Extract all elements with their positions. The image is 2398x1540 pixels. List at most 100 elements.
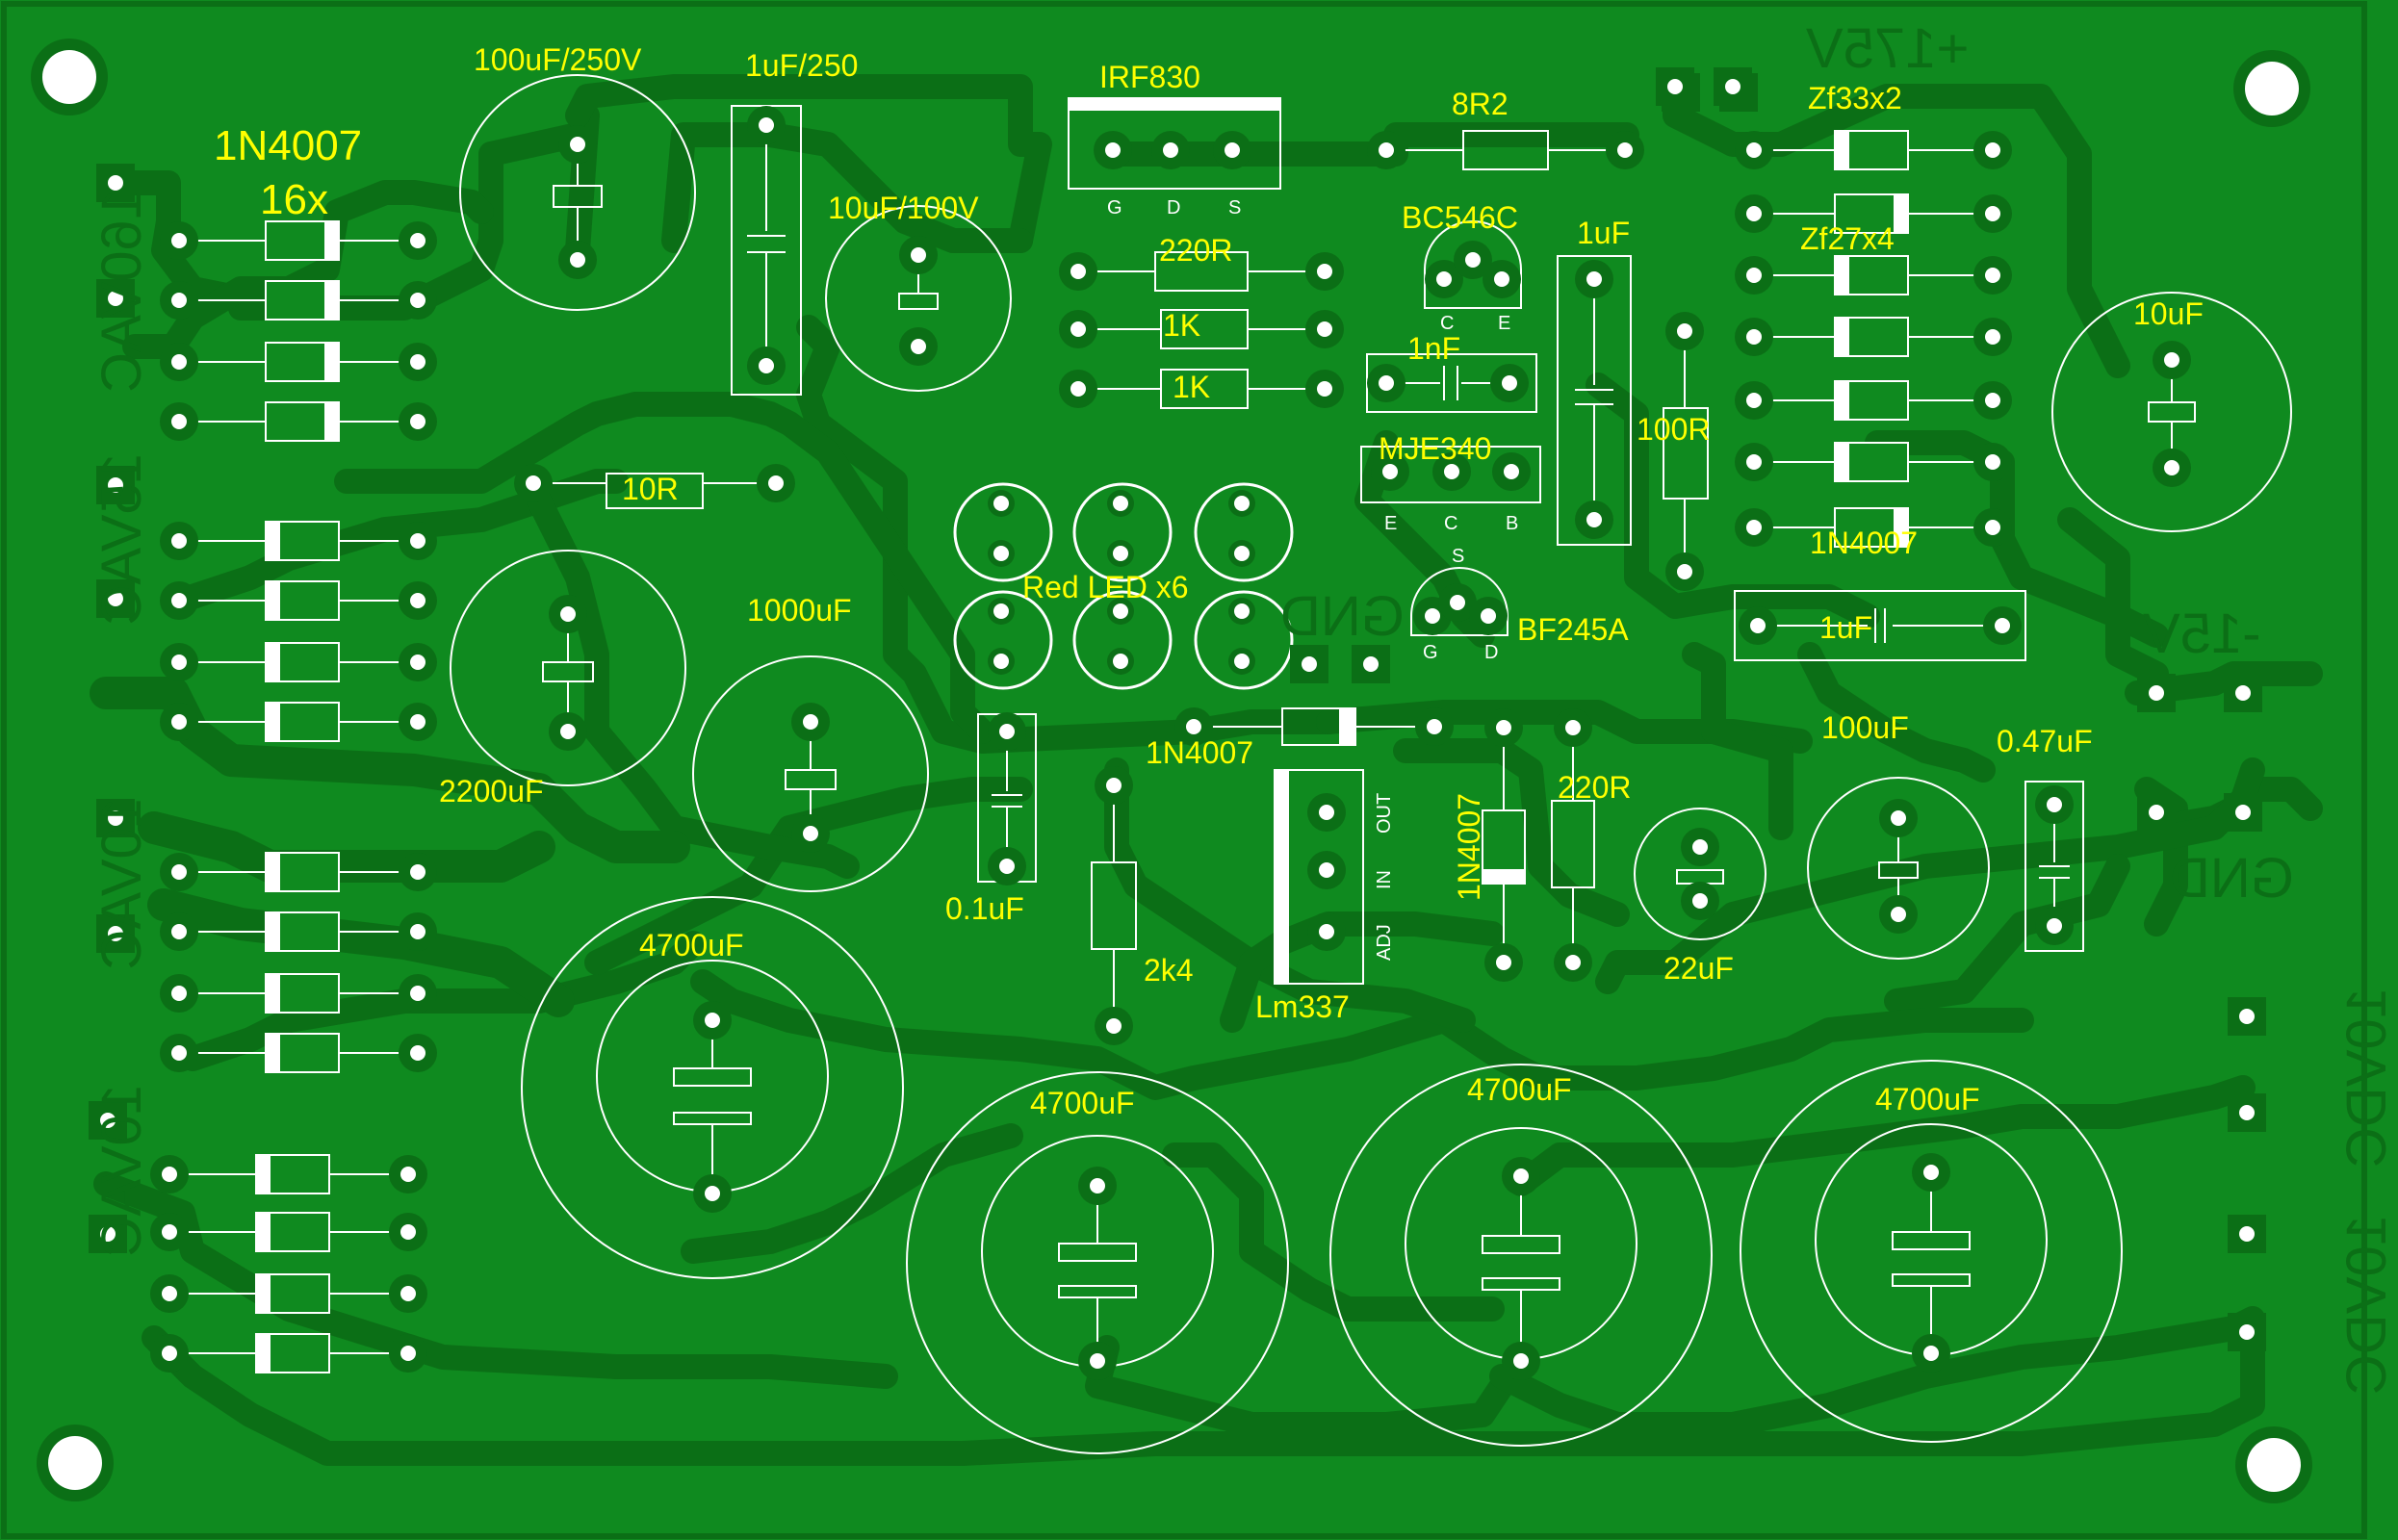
c3-outline [825, 205, 1012, 392]
pad-hole [1985, 520, 2000, 535]
q3-outline [1360, 446, 1541, 503]
silkscreen [450, 74, 2292, 1454]
pad-hole [171, 986, 187, 1001]
pad-hole [1513, 1353, 1529, 1369]
c15-outer [906, 1071, 1289, 1454]
pad-hole [911, 247, 926, 263]
pin-label-in: IN [1374, 870, 1395, 889]
pad-hole [2239, 1009, 2255, 1024]
pin-label-out: OUT [1374, 792, 1395, 834]
pad-hole [1586, 271, 1602, 287]
diode-band [265, 521, 280, 561]
pad-hole [1496, 720, 1511, 735]
pad-hole [2235, 805, 2251, 820]
copper-text-15vac: 15VAC [90, 452, 153, 626]
diode-band [265, 1033, 280, 1073]
d4-band [1482, 869, 1526, 885]
pad-hole [1891, 810, 1906, 826]
pad-hole [1667, 79, 1683, 94]
pad-hole [1692, 893, 1708, 909]
pad-hole [1319, 805, 1334, 820]
q1-tab [1068, 97, 1281, 111]
pin-label-s2: S [1452, 546, 1465, 567]
diode-band [265, 702, 280, 742]
pad-hole [171, 714, 187, 730]
pad-hole [1436, 271, 1452, 287]
pad-hole [1317, 381, 1332, 397]
zener-band [1834, 380, 1849, 421]
pad-hole [759, 358, 774, 373]
pad-hole [1995, 618, 2010, 633]
c8-outline [1734, 590, 2026, 661]
pad-hole [171, 654, 187, 670]
label-c6: 10uF [2133, 296, 2204, 331]
c7-outline [692, 655, 929, 892]
c4-outline [1557, 255, 1632, 546]
label-c13: 22uF [1663, 951, 1734, 986]
label-c7: 1000uF [747, 593, 852, 628]
pad-hole [171, 233, 187, 248]
label-c11: 0.47uF [1997, 724, 2093, 758]
mount-hole [42, 50, 96, 104]
pad-hole [1985, 268, 2000, 283]
label-q1: IRF830 [1099, 60, 1200, 94]
pad-hole [2239, 1105, 2255, 1120]
pin-label-d: D [1167, 197, 1181, 218]
pad-hole [1677, 323, 1692, 339]
label-c3: 10uF/100V [828, 191, 979, 225]
pad-hole [171, 593, 187, 608]
pad-hole [1746, 520, 1762, 535]
pad-hole [1465, 252, 1481, 268]
pad-hole [108, 291, 123, 306]
pad-hole [1090, 1178, 1105, 1194]
pad-hole [400, 1346, 416, 1361]
pad-hole [171, 924, 187, 939]
pad-hole [1105, 142, 1121, 158]
label-c9: 2200uF [439, 774, 544, 808]
mount-hole [2247, 1438, 2301, 1492]
pad-hole [108, 175, 123, 191]
pad-hole [1070, 264, 1086, 279]
pin-label-s: S [1228, 197, 1242, 218]
pad-hole [410, 654, 425, 670]
copper-text-175v: +175V [1806, 17, 1970, 80]
pad-hole [1617, 142, 1633, 158]
pad-hole [570, 137, 585, 152]
pad-hole [1113, 546, 1128, 561]
pad-hole [1113, 603, 1128, 619]
c1-outline [459, 74, 696, 311]
r6-body [606, 473, 704, 509]
pad-hole [1163, 142, 1178, 158]
pad-hole [1302, 656, 1317, 672]
pad-hole [162, 1167, 177, 1182]
pad-hole [1985, 454, 2000, 470]
pad-hole [410, 986, 425, 1001]
pad-hole [171, 354, 187, 370]
u1-tab [1274, 769, 1289, 985]
label-d4: 1N4007 [1452, 792, 1486, 901]
pad-hole [911, 339, 926, 354]
pad-hole [1450, 595, 1465, 610]
pad-hole [560, 606, 576, 622]
pad-hole [1746, 393, 1762, 408]
label-c2: 1uF/250 [745, 48, 859, 83]
q2-outline [1424, 220, 1522, 309]
zener-band [1834, 442, 1849, 482]
pad-hole [1113, 654, 1128, 669]
pad-hole [2164, 460, 2179, 475]
diode-band [324, 280, 340, 321]
label-c5: 1nF [1407, 331, 1461, 366]
pad-hole [1113, 496, 1128, 511]
pad-hole [1923, 1346, 1939, 1361]
pad-hole [1427, 719, 1442, 734]
c11-outline [2024, 781, 2084, 952]
d2-band [1339, 707, 1356, 746]
pad-hole [1234, 603, 1250, 619]
pad-hole [162, 1286, 177, 1301]
label-c8: 1uF [1819, 610, 1873, 645]
pad-hole [1565, 955, 1581, 970]
pad-hole [410, 293, 425, 308]
copper-text-10vdc-b: 10VDC [2335, 1215, 2398, 1395]
pad-hole [400, 1167, 416, 1182]
